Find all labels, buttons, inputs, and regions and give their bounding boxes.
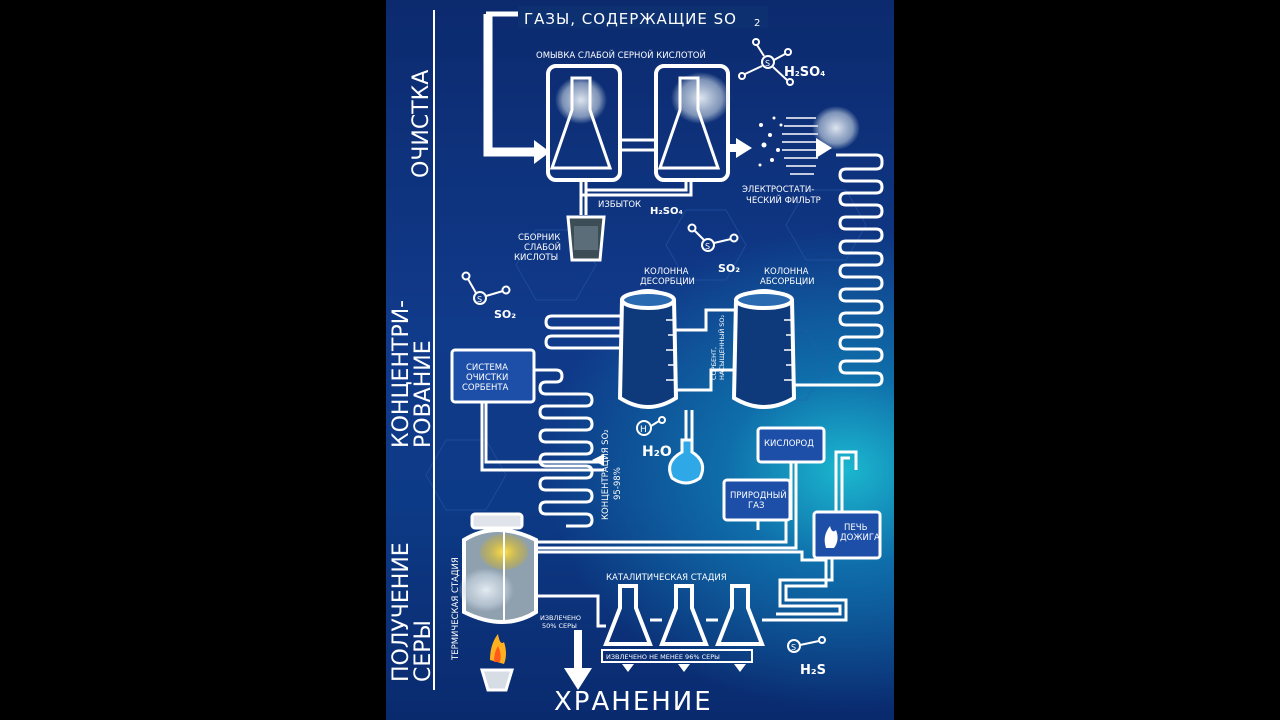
label-collector-1: СБОРНИК (518, 233, 560, 243)
title-bg (518, 6, 768, 28)
label-catalytic: КАТАЛИТИЧЕСКАЯ СТАДИЯ (606, 573, 727, 583)
gas-pipes (526, 450, 858, 622)
title-top-sub: 2 (754, 18, 760, 29)
column-connectors (676, 308, 826, 392)
label-excess-formula: H₂SO₄ (650, 206, 683, 217)
label-thermal: ТЕРМИЧЕСКАЯ СТАДИЯ (451, 557, 461, 661)
svg-text:S: S (765, 59, 770, 68)
so2-label-2: SO₂ (494, 308, 516, 321)
left-serpentine (480, 314, 622, 528)
label-extracted-catalytic: ИЗВЛЕЧЕНО НЕ МЕНЕЕ 96% СЕРЫ (606, 653, 720, 661)
to-filter-arrow (736, 138, 752, 158)
burner (479, 634, 515, 692)
label-furnace-1: ПЕЧЬ (844, 523, 868, 533)
sulfur-process-poster: ГАЗЫ, СОДЕРЖАЩИЕ SO 2 ОМЫВКА СЛАБОЙ СЕРН… (386, 0, 894, 720)
label-extracted-thermal-1: ИЗВЛЕЧЕНО (540, 614, 581, 622)
side-label-sulfur-2: СЕРЫ (411, 620, 436, 682)
inlet-pipe (483, 11, 636, 157)
absorption-column (731, 289, 797, 409)
svg-text:S: S (705, 242, 710, 251)
h2so4-molecule (738, 38, 794, 86)
side-label-sulfur-1: ПОЛУЧЕНИЕ (389, 542, 414, 682)
label-sorbent-2: ОЧИСТКИ (466, 373, 508, 383)
label-filter-1: ЭЛЕКТРОСТАТИ- (742, 185, 814, 195)
washing-flask-1 (546, 64, 622, 182)
svg-text:S: S (791, 643, 796, 652)
flame-icon (824, 526, 838, 548)
water-flask (668, 410, 705, 485)
svg-text:S: S (477, 295, 482, 304)
label-furnace-2: ДОЖИГА (840, 533, 880, 543)
h2so4-label: H2SO4 (784, 65, 825, 80)
side-label-concentration-2: РОВАНИЕ (411, 340, 436, 448)
collector-beaker (566, 215, 606, 262)
label-collector-3: КИСЛОТЫ (514, 253, 558, 263)
side-label-concentration-1: КОНЦЕНТРИ- (389, 300, 414, 448)
label-sorbent-1: СИСТЕМА (466, 363, 508, 373)
catalytic-down-arrows (622, 664, 746, 672)
so2-molecule-2 (461, 271, 511, 305)
label-oxygen: КИСЛОРОД (764, 439, 814, 449)
label-sorbent-3: СОРБЕНТА (462, 383, 509, 393)
title-top: ГАЗЫ, СОДЕРЖАЩИЕ SO (524, 10, 737, 28)
label-saturated-1: СОРБЕНТ, (710, 347, 718, 380)
so2-molecule-1 (687, 223, 739, 252)
inlet-arrow (534, 140, 550, 164)
label-collector-2: СЛАБОЙ (524, 241, 561, 253)
label-storage: ХРАНЕНИЕ (554, 687, 713, 717)
label-gas-1: ПРИРОДНЫЙ (730, 489, 787, 501)
water-label: H₂O (642, 444, 672, 460)
thermal-reactor (458, 512, 538, 624)
sorbent-cleaning-box (450, 348, 536, 404)
label-concentration-1: КОНЦЕНТРАЦИЯ SO₂ (601, 429, 611, 520)
h2s-molecule (787, 636, 826, 653)
label-saturated-2: НАСЫЩЕННЫЙ SO₂ (717, 314, 726, 380)
svg-text:H: H (640, 425, 647, 435)
label-filter-2: ЧЕСКИЙ ФИЛЬТР (746, 194, 821, 206)
right-serpentine (826, 153, 884, 387)
label-absorption-1: КОЛОННА (764, 267, 809, 277)
so2-label-1: SO₂ (718, 262, 740, 275)
h2s-label: H₂S (800, 663, 826, 678)
catalytic-flasks (536, 584, 776, 646)
label-absorption-2: АБСОРБЦИИ (760, 277, 815, 287)
water-molecule (636, 416, 666, 436)
label-excess: ИЗБЫТОК (598, 200, 641, 210)
label-washing: ОМЫВКА СЛАБОЙ СЕРНОЙ КИСЛОТОЙ (536, 49, 706, 61)
process-diagram: ГАЗЫ, СОДЕРЖАЩИЕ SO 2 ОМЫВКА СЛАБОЙ СЕРН… (389, 6, 884, 717)
label-gas-2: ГАЗ (748, 501, 764, 511)
electrostatic-filter (758, 106, 860, 175)
label-concentration-2: 95-98% (613, 467, 623, 500)
storage-arrow (564, 630, 592, 690)
flask-connectors (579, 138, 693, 215)
label-desorption-2: ДЕСОРБЦИИ (640, 277, 695, 287)
desorption-column (617, 289, 679, 409)
label-extracted-thermal-2: 50% СЕРЫ (542, 622, 577, 630)
label-desorption-1: КОЛОННА (644, 267, 689, 277)
side-label-cleaning: ОЧИСТКА (409, 70, 434, 178)
washing-flask-2 (654, 64, 731, 182)
